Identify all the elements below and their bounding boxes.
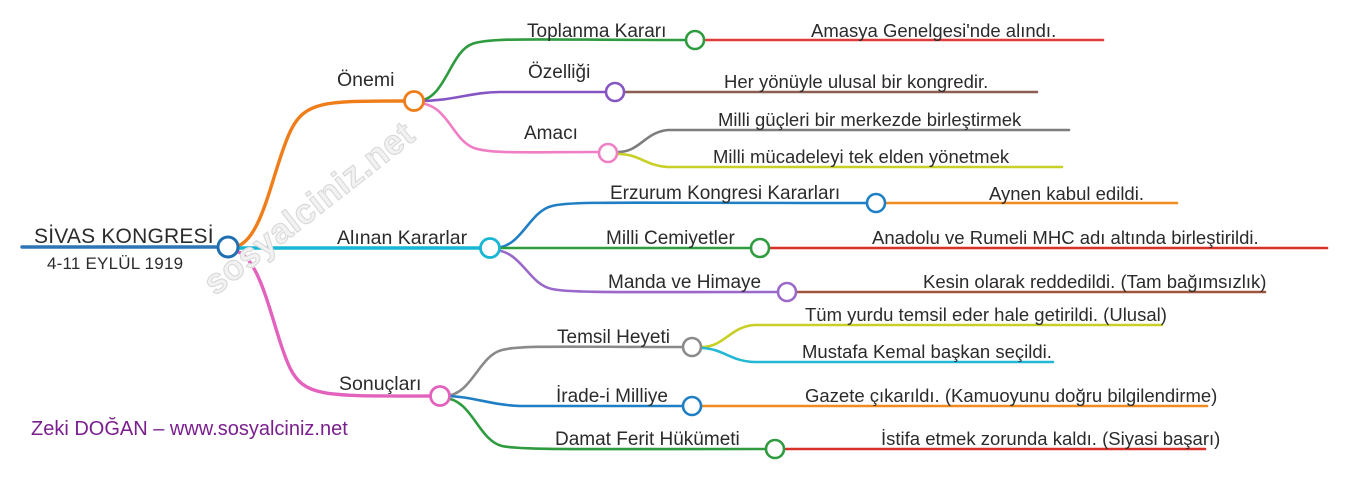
root-subtitle: 4-11 EYLÜL 1919	[47, 254, 184, 273]
subnode-label-ozelligi[interactable]: Özelliği	[528, 62, 591, 83]
trunk-sonuclari	[230, 248, 439, 398]
subnode-label-erzurum-kongresi-kararlari[interactable]: Erzurum Kongresi Kararları	[610, 183, 841, 204]
node-damat-ferit-hukumeti[interactable]	[764, 438, 786, 460]
node-onemi[interactable]	[403, 90, 425, 112]
leaf-label-ulusal-kongre: Her yönüyle ulusal bir kongredir.	[724, 71, 989, 92]
trunk-onemi	[230, 99, 414, 249]
leaf-line-tum-yurdu	[700, 323, 1164, 349]
branch-label-sonuclari[interactable]: Sonuçları	[339, 373, 422, 395]
leaf-line-milli-gucler	[616, 128, 1071, 154]
subnode-label-manda-ve-himaye[interactable]: Manda ve Himaye	[608, 272, 762, 293]
subnode-label-toplanma-karari[interactable]: Toplanma Kararı	[527, 21, 667, 42]
node-manda-ve-himaye[interactable]	[776, 281, 798, 303]
leaf-label-aynen-kabul: Aynen kabul edildi.	[989, 183, 1144, 204]
subnode-label-milli-cemiyetler[interactable]: Milli Cemiyetler	[606, 228, 735, 249]
link-sonuclari-irade	[442, 394, 684, 408]
leaf-label-tum-yurdu: Tüm yurdu temsil eder hale getirildi. (U…	[805, 304, 1167, 325]
leaf-label-milli-gucler: Milli güçleri bir merkezde birleştirmek	[718, 109, 1022, 130]
link-alinan-erzurum	[492, 201, 868, 250]
subnode-label-irade-i-milliye[interactable]: İrade-i Milliye	[556, 386, 668, 407]
leaf-label-gazete: Gazete çıkarıldı. (Kamuoyunu doğru bilgi…	[805, 385, 1218, 406]
node-toplanma-karari[interactable]	[684, 29, 706, 51]
subnode-label-amaci[interactable]: Amacı	[524, 123, 578, 144]
node-milli-cemiyetler[interactable]	[749, 237, 771, 259]
link-onemi-amaci	[416, 101, 600, 154]
root-title: SİVAS KONGRESİ	[34, 225, 214, 248]
node-sonuclari[interactable]	[429, 385, 451, 407]
leaf-line-mustafa-kemal	[700, 346, 1055, 364]
branch-label-onemi[interactable]: Önemi	[337, 69, 395, 91]
link-sonuclari-damat	[442, 396, 767, 451]
leaf-label-amasya-genelgesi: Amasya Genelgesi'nde alındı.	[811, 20, 1057, 41]
node-alinan-kararlar[interactable]	[479, 237, 501, 259]
link-onemi-ozelligi	[416, 90, 607, 103]
credit-text: Zeki DOĞAN – www.sosyalciniz.net	[31, 418, 348, 440]
node-erzurum-kongresi-kararlari[interactable]	[865, 192, 887, 214]
node-temsil-heyeti[interactable]	[681, 336, 703, 358]
leaf-label-kesin-reddedildi: Kesin olarak reddedildi. (Tam bağımsızlı…	[923, 271, 1267, 292]
leaf-label-mustafa-kemal: Mustafa Kemal başkan seçildi.	[802, 341, 1052, 362]
branch-label-alinan-kararlar[interactable]: Alınan Kararlar	[337, 227, 468, 249]
leaf-label-istifa: İstifa etmek zorunda kaldı. (Siyasi başa…	[881, 428, 1221, 449]
node-irade-i-milliye[interactable]	[681, 395, 703, 417]
node-amaci[interactable]	[597, 142, 619, 164]
subnode-label-damat-ferit-hukumeti[interactable]: Damat Ferit Hükümeti	[555, 429, 740, 450]
subnode-label-temsil-heyeti[interactable]: Temsil Heyeti	[557, 327, 670, 348]
leaf-label-milli-mucadele: Milli mücadeleyi tek elden yönetmek	[713, 146, 1010, 167]
leaf-line-milli-mucadele	[616, 152, 1064, 169]
leaf-label-anadolu-rumeli: Anadolu ve Rumeli MHC adı altında birleş…	[872, 227, 1259, 248]
link-onemi-toplanma	[416, 38, 686, 103]
link-alinan-manda	[492, 248, 779, 294]
node-root[interactable]	[216, 235, 240, 259]
node-ozelligi[interactable]	[604, 81, 626, 103]
link-sonuclari-temsil	[442, 345, 684, 398]
